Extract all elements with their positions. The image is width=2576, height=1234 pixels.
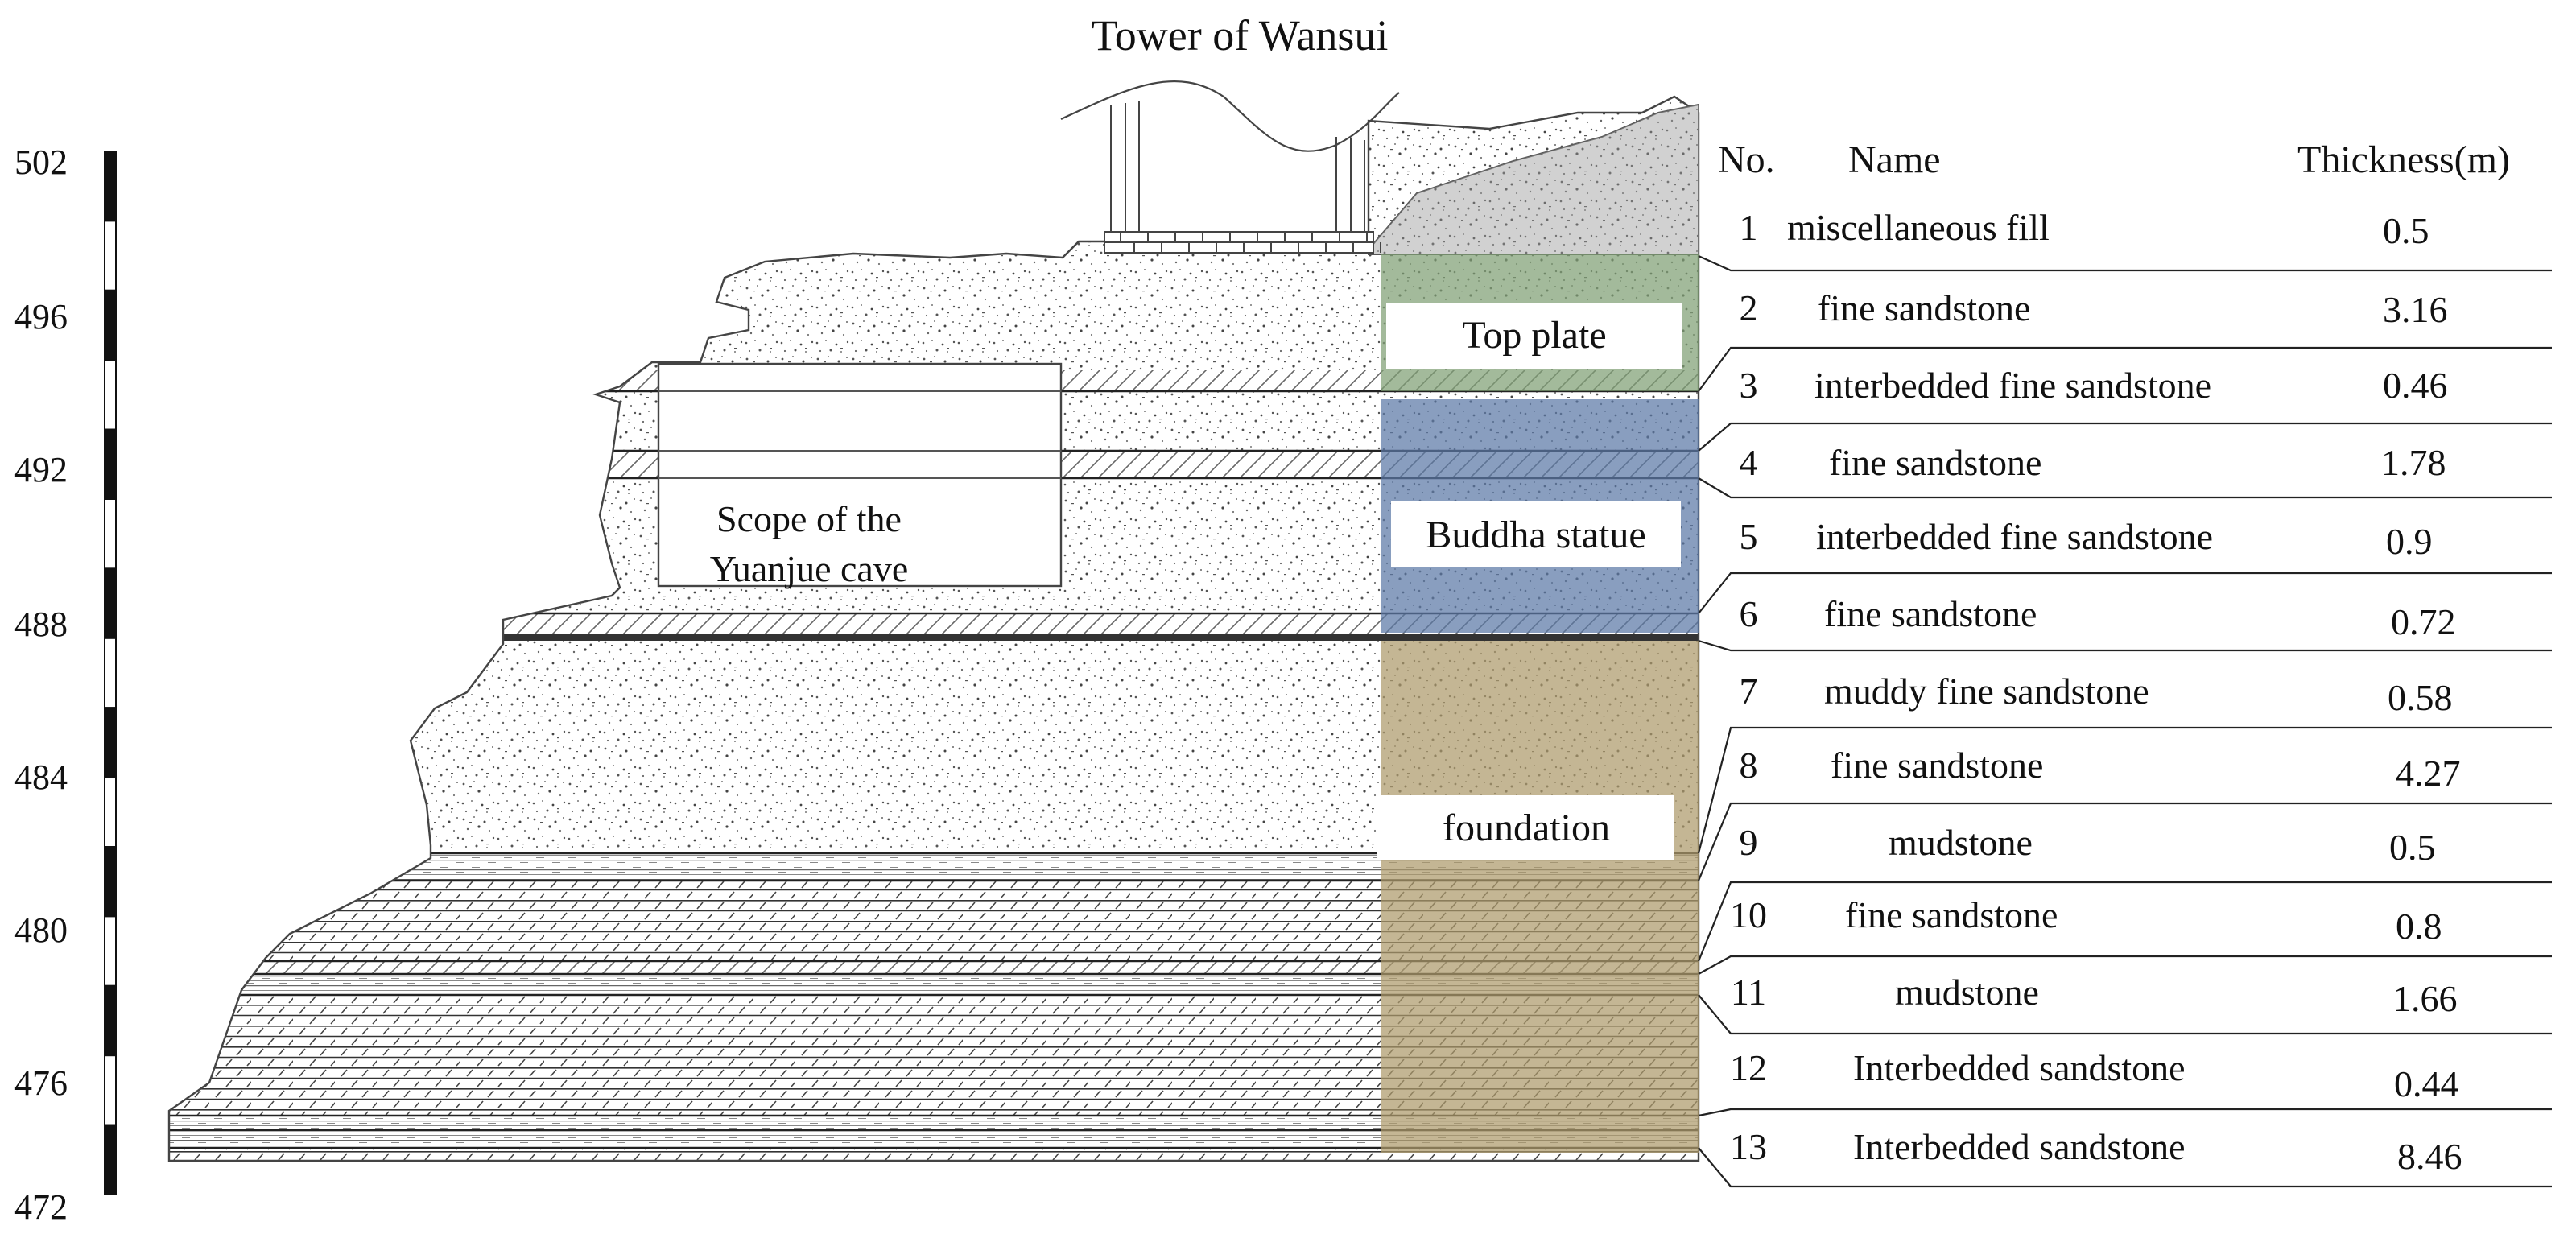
- header-name: Name: [1848, 138, 1941, 181]
- row-name: fine sandstone: [1831, 745, 2043, 786]
- foundation-zone: [1381, 641, 1699, 1153]
- row-number: 1: [1740, 207, 1758, 248]
- table-row: 2 fine sandstone 3.16: [1698, 287, 2552, 392]
- row-name: Interbedded sandstone: [1853, 1126, 2186, 1167]
- row-leader-line: [1698, 477, 2552, 499]
- table-row: 7 muddy fine sandstone 0.58: [1697, 671, 2552, 854]
- cave-label-line-1: Scope of the: [716, 498, 902, 539]
- row-number: 9: [1740, 822, 1758, 863]
- table-row: 11 mudstone 1.66: [1698, 972, 2552, 1035]
- elevation-scale-bar: 502 496 492 488 484 480 476 472: [14, 142, 117, 1227]
- table-row: 12 Interbedded sandstone 0.44: [1698, 1047, 2552, 1117]
- row-name: mudstone: [1889, 822, 2033, 863]
- elevation-tick-label: 502: [14, 142, 68, 182]
- row-thickness: 0.44: [2394, 1063, 2459, 1104]
- row-number: 11: [1731, 972, 1766, 1013]
- row-leader-line: [1698, 572, 2552, 614]
- row-thickness: 8.46: [2397, 1136, 2462, 1177]
- table-row: 4 fine sandstone 1.78: [1698, 442, 2552, 499]
- row-leader-line: [1698, 994, 2552, 1035]
- row-name: mudstone: [1895, 972, 2039, 1013]
- table-row: 9 mudstone 0.5: [1697, 822, 2552, 962]
- table-row: 3 interbedded fine sandstone 0.46: [1698, 365, 2552, 452]
- table-row: 10 fine sandstone 0.8: [1698, 894, 2552, 975]
- row-leader-line: [1697, 881, 2552, 962]
- row-thickness: 0.8: [2396, 906, 2442, 947]
- row-name: muddy fine sandstone: [1824, 671, 2149, 712]
- row-thickness: 3.16: [2383, 289, 2448, 330]
- row-name: interbedded fine sandstone: [1814, 365, 2211, 406]
- buddha-statue-label: Buddha statue: [1426, 514, 1645, 556]
- row-thickness: 0.5: [2383, 210, 2429, 251]
- top-plate-label: Top plate: [1462, 314, 1606, 357]
- row-number: 6: [1740, 593, 1758, 634]
- row-number: 3: [1740, 365, 1758, 406]
- row-leader-line: [1698, 639, 2552, 652]
- elevation-tick-label: 488: [14, 605, 68, 644]
- diagram-title: Tower of Wansui: [1092, 11, 1389, 60]
- elevation-tick-label: 480: [14, 910, 68, 950]
- row-number: 10: [1730, 894, 1767, 935]
- row-number: 2: [1740, 287, 1758, 328]
- row-thickness: 4.27: [2396, 753, 2461, 794]
- row-thickness: 1.66: [2392, 978, 2458, 1019]
- table-row: 1 miscellaneous fill 0.5: [1698, 207, 2552, 272]
- foundation-label: foundation: [1443, 807, 1610, 849]
- row-leader-line: [1698, 1108, 2552, 1117]
- table-row: 8 fine sandstone 4.27: [1697, 745, 2552, 881]
- elevation-tick-label: 472: [14, 1187, 68, 1227]
- strata-table: No. Name Thickness(m) 1 miscellaneous fil…: [1697, 138, 2552, 1188]
- row-leader-line: [1697, 726, 2552, 854]
- table-row: 5 interbedded fine sandstone 0.9: [1698, 516, 2552, 614]
- row-thickness: 0.5: [2389, 827, 2436, 868]
- row-number: 12: [1730, 1047, 1767, 1088]
- row-number: 5: [1740, 516, 1758, 557]
- elevation-tick-label: 476: [14, 1063, 68, 1103]
- row-leader-line: [1698, 955, 2552, 975]
- row-number: 8: [1740, 745, 1758, 786]
- row-name: Interbedded sandstone: [1853, 1047, 2186, 1088]
- row-name: fine sandstone: [1824, 593, 2037, 634]
- row-name: fine sandstone: [1845, 894, 2058, 935]
- header-no: No.: [1718, 138, 1775, 181]
- zone-labels: Top plate Buddha statue foundation: [1377, 303, 1682, 860]
- elevation-tick-label: 484: [14, 757, 68, 797]
- row-leader-line: [1698, 422, 2552, 452]
- row-leader-line: [1698, 346, 2552, 392]
- row-thickness: 0.9: [2386, 521, 2433, 562]
- row-leader-line: [1697, 802, 2552, 881]
- row-name: fine sandstone: [1829, 442, 2041, 483]
- row-number: 13: [1730, 1126, 1767, 1167]
- header-thickness: Thickness(m): [2297, 138, 2510, 181]
- elevation-tick-label: 496: [14, 297, 68, 336]
- row-name: interbedded fine sandstone: [1816, 516, 2213, 557]
- row-leader-line: [1698, 254, 2552, 272]
- row-leader-line: [1698, 1147, 2552, 1188]
- row-name: miscellaneous fill: [1787, 207, 2050, 248]
- row-name: fine sandstone: [1818, 287, 2030, 328]
- table-row: 6 fine sandstone 0.72: [1698, 593, 2552, 652]
- row-number: 4: [1740, 442, 1758, 483]
- elevation-tick-label: 492: [14, 450, 68, 489]
- tower-of-wansui: [1060, 80, 1400, 254]
- row-thickness: 0.58: [2388, 677, 2453, 718]
- row-thickness: 0.46: [2383, 365, 2448, 406]
- row-thickness: 1.78: [2381, 442, 2446, 483]
- table-row: 13 Interbedded sandstone 8.46: [1698, 1126, 2552, 1188]
- yuanjue-cave: Scope of the Yuanjue cave: [657, 362, 1063, 589]
- zones: [1381, 254, 1699, 1153]
- row-thickness: 0.72: [2391, 601, 2456, 642]
- cave-label-line-2: Yuanjue cave: [710, 548, 909, 589]
- row-number: 7: [1740, 671, 1758, 712]
